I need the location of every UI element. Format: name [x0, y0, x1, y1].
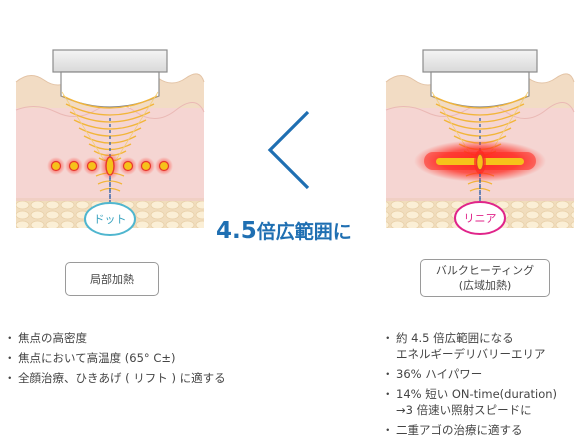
- dot-feature-list: 焦点の高密度 焦点において高温度 (65° C±) 全顔治療、ひきあげ ( リフ…: [4, 328, 226, 388]
- list-item: 約 4.5 倍広範囲になる エネルギーデリバリーエリア: [382, 330, 557, 362]
- local-heating-label: 局部加熱: [65, 262, 159, 296]
- skin-cross-section-dot: [15, 49, 205, 228]
- list-item-line: →3 倍速い照射スピードに: [396, 403, 532, 417]
- list-item-line: 14% 短い ON-time(duration): [396, 387, 558, 401]
- list-item: 14% 短い ON-time(duration) →3 倍速い照射スピードに: [382, 386, 558, 418]
- range-multiplier: 4.5: [216, 218, 257, 244]
- less-than-chevron-icon: [267, 110, 310, 190]
- bulk-heating-text: バルクヒーティング: [435, 264, 535, 277]
- svg-text:ドット: ドット: [94, 213, 127, 226]
- list-item: 二重アゴの治療に適する: [382, 422, 557, 438]
- local-heating-text: 局部加熱: [90, 272, 134, 286]
- list-item-line: 約 4.5 倍広範囲になる: [396, 331, 514, 345]
- list-item-line: エネルギーデリバリーエリア: [396, 347, 546, 361]
- heat-dot-row: [47, 152, 173, 180]
- list-item: 焦点において高温度 (65° C±): [4, 348, 226, 368]
- dot-mode-badge: ドット: [84, 202, 136, 236]
- skin-cross-section-linear: [385, 49, 575, 228]
- list-item-line: 二重アゴの治療に適する: [396, 423, 523, 437]
- bulk-heating-subtext: (広域加熱): [458, 279, 512, 292]
- bulk-heating-label: バルクヒーティング (広域加熱): [420, 259, 550, 297]
- range-comparison-headline: 4.5倍広範囲に: [216, 217, 376, 244]
- list-item: 焦点の高密度: [4, 328, 226, 348]
- list-item-line: 36% ハイパワー: [396, 367, 483, 381]
- heat-linear-band: [414, 140, 546, 182]
- list-item: 36% ハイパワー: [382, 366, 557, 382]
- linear-feature-list: 約 4.5 倍広範囲になる エネルギーデリバリーエリア 36% ハイパワー 14…: [382, 330, 558, 442]
- list-item: 全顔治療、ひきあげ ( リフト ) に適する: [4, 368, 226, 388]
- linear-mode-badge: リニア: [454, 201, 506, 235]
- svg-text:リニア: リニア: [464, 212, 497, 225]
- range-text: 倍広範囲に: [256, 221, 352, 243]
